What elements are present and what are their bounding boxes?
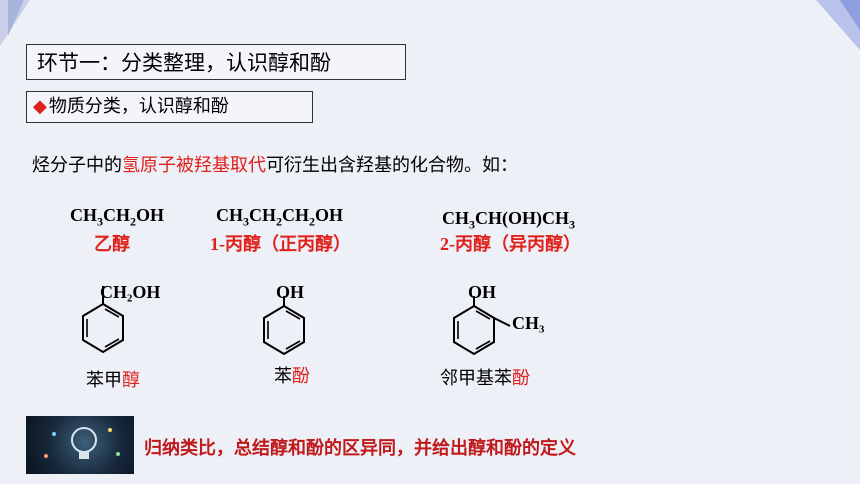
intro-sentence: 烃分子中的氢原子被羟基取代可衍生出含羟基的化合物。如： (32, 151, 518, 177)
corner-decoration-left-accent (8, 0, 24, 36)
benzene-ring-icon (453, 296, 511, 356)
substituent-benzyl-alcohol: CH₂OH (100, 282, 161, 302)
label-o-cresol: 邻甲基苯酚 (440, 368, 530, 389)
name-2-propanol: 2-丙醇（异丙醇） (440, 234, 581, 254)
formula-1-propanol: CH3CH2CH2OH (216, 205, 344, 229)
name-ethanol: 乙醇 (94, 234, 130, 254)
benzene-ring-icon (82, 286, 124, 354)
formula-2-propanol: CH3CH(OH)CH3 (442, 208, 575, 232)
lightbulb-icon (44, 427, 120, 459)
intro-before: 烃分子中的 (32, 155, 122, 176)
lightbulb-thumbnail-image (26, 416, 134, 474)
section-title-text: 环节一：分类整理，认识醇和酚 (37, 51, 331, 75)
intro-highlight: 氢原子被羟基取代 (122, 155, 266, 176)
subsection-text: 物质分类，认识醇和酚 (48, 96, 229, 117)
diamond-bullet-icon: ◆ (33, 96, 47, 117)
benzene-ring-icon (263, 296, 305, 356)
conclusion-text: 归纳类比，总结醇和酚的区异同，并给出醇和酚的定义 (144, 438, 576, 459)
subsection-heading: ◆物质分类，认识醇和酚 (26, 91, 313, 123)
substituent-o-cresol-methyl: CH₃ (512, 313, 545, 333)
intro-after: 可衍生出含羟基的化合物。如： (266, 155, 518, 176)
section-title: 环节一：分类整理，认识醇和酚 (26, 44, 406, 80)
corner-decoration-right-accent (840, 0, 860, 30)
label-benzyl-alcohol: 苯甲醇 (86, 370, 140, 391)
name-1-propanol: 1-丙醇（正丙醇） (210, 234, 351, 254)
label-phenol: 邻甲基苯苯酚 (274, 366, 310, 387)
formula-ethanol: CH3CH2OH (70, 205, 165, 229)
substituent-o-cresol-oh: OH (468, 282, 497, 302)
